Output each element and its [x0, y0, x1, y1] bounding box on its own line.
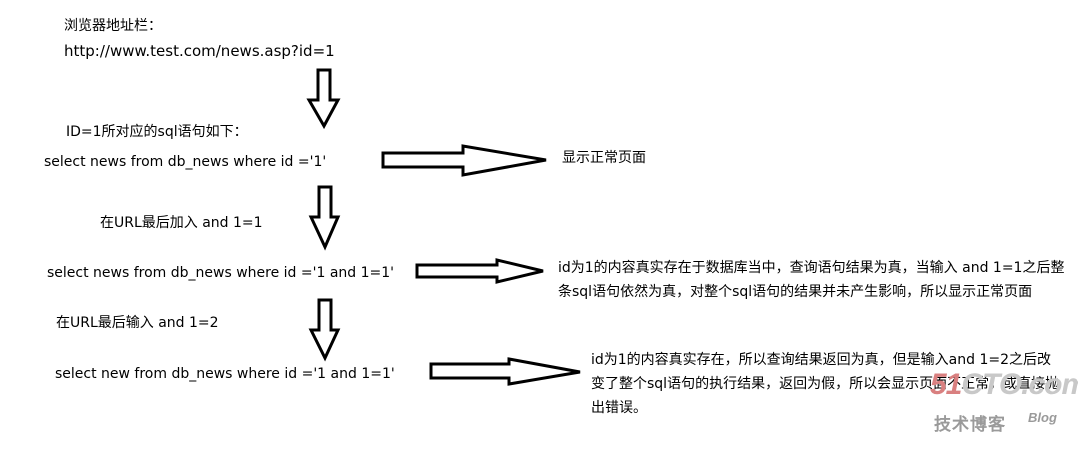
watermark-prefix: 51	[930, 368, 962, 401]
step2-caption: 在URL最后加入 and 1=1	[100, 215, 263, 231]
watermark-blog: Blog	[1028, 410, 1057, 425]
browser-url: http://www.test.com/news.asp?id=1	[64, 42, 335, 60]
step1-caption: ID=1所对应的sql语句如下：	[66, 124, 248, 140]
step1-query: select news from db_news where id ='1'	[44, 154, 327, 170]
down-arrow-2	[308, 185, 341, 251]
step3-result: id为1的内容真实存在，所以查询结果返回为真，但是输入and 1=2之后改变了整…	[591, 352, 1060, 416]
watermark-suffix: CTO.com	[961, 368, 1078, 401]
browser-label: 浏览器地址栏：	[64, 18, 162, 34]
step3-query: select new from db_news where id ='1 and…	[55, 366, 395, 382]
site-watermark: 51CTO.com 技术博客 Blog	[930, 368, 1078, 438]
step2-query: select news from db_news where id ='1 an…	[47, 265, 395, 281]
step2-result: id为1的内容真实存在于数据库当中，查询语句结果为真，当输入 and 1=1之后…	[558, 260, 1065, 300]
down-arrow-1	[306, 68, 341, 130]
step3-caption: 在URL最后输入 and 1=2	[56, 315, 219, 331]
watermark-tagline: 技术博客	[934, 415, 1006, 435]
down-arrow-3	[308, 298, 341, 362]
step1-result: 显示正常页面	[562, 150, 646, 166]
right-arrow-3	[429, 357, 581, 386]
right-arrow-1	[381, 144, 547, 177]
right-arrow-2	[415, 258, 544, 284]
